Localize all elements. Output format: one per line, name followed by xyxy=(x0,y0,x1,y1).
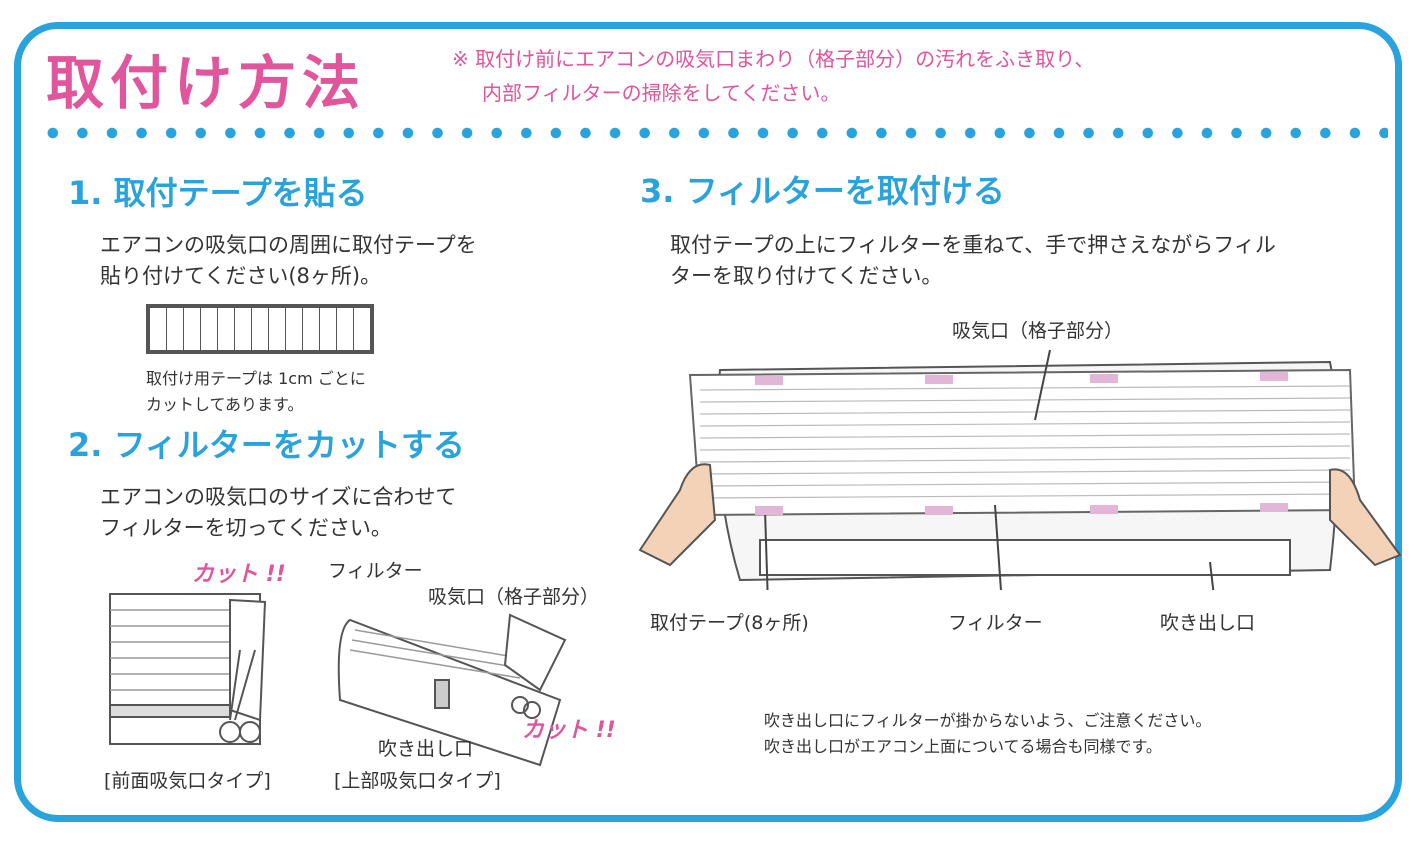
type-top-label: [上部吸気口タイプ] xyxy=(334,770,501,792)
dotted-divider xyxy=(38,126,1388,140)
front-intake-illustration xyxy=(109,593,267,745)
cut-callout: カット !! xyxy=(522,718,616,743)
text-line: 吹き出し口がエアコン上面についてる場合も同様です。 xyxy=(764,737,1162,756)
text-line: フィルターを切ってください。 xyxy=(100,516,392,540)
tape-markers xyxy=(755,372,1288,515)
top-intake-illustration xyxy=(337,613,567,767)
label-outlet: 吹き出し口 xyxy=(378,738,474,760)
text-line: カットしてあります。 xyxy=(146,395,304,414)
text-line: 取付け用テープは 1cm ごとに xyxy=(146,369,366,388)
caution-note: 吹き出し口にフィルターが掛からないよう、ご注意ください。 吹き出し口がエアコン上… xyxy=(764,708,1211,760)
step3-heading: 3. フィルターを取付ける xyxy=(640,172,1005,210)
tape-note: 取付け用テープは 1cm ごとに カットしてあります。 xyxy=(146,366,366,418)
text-line: エアコンの吸気口の周囲に取付テープを xyxy=(100,233,477,257)
cut-illustrations xyxy=(109,593,567,767)
text-line: ターを取り付けてください。 xyxy=(670,264,943,288)
text-line: 貼り付けてください(8ヶ所)。 xyxy=(100,264,382,288)
step2-heading: 2. フィルターをカットする xyxy=(68,426,465,464)
tape-illustration xyxy=(146,304,374,354)
step1-heading: 1. 取付テープを貼る xyxy=(68,174,368,212)
text-line: 吹き出し口にフィルターが掛からないよう、ご注意ください。 xyxy=(764,711,1212,730)
note-line: 内部フィルターの掃除をしてください。 xyxy=(482,81,841,105)
page-frame xyxy=(14,22,1402,822)
label-filter: フィルター xyxy=(948,612,1043,634)
aircon-illustration xyxy=(638,349,1402,590)
label-intake: 吸気口（格子部分） xyxy=(428,586,600,608)
label-tape: 取付テープ(8ヶ所) xyxy=(650,612,809,634)
text-line: エアコンの吸気口のサイズに合わせて xyxy=(100,485,457,509)
step3-text: 取付テープの上にフィルターを重ねて、手で押さえながらフィル ターを取り付けてくだ… xyxy=(670,230,1276,292)
cut-callout: カット !! xyxy=(192,562,286,587)
note-line: ※ 取付け前にエアコンの吸気口まわり（格子部分）の汚れをふき取り、 xyxy=(452,47,1095,71)
label-outlet: 吹き出し口 xyxy=(1160,612,1256,634)
label-filter: フィルター xyxy=(328,560,423,582)
type-front-label: [前面吸気口タイプ] xyxy=(104,770,271,792)
text-line: 取付テープの上にフィルターを重ねて、手で押さえながらフィル xyxy=(670,233,1276,257)
step2-text: エアコンの吸気口のサイズに合わせて フィルターを切ってください。 xyxy=(100,482,456,544)
hands xyxy=(638,463,1402,567)
label-intake: 吸気口（格子部分） xyxy=(952,320,1124,342)
pre-install-note: ※ 取付け前にエアコンの吸気口まわり（格子部分）の汚れをふき取り、 内部フィルタ… xyxy=(452,42,1094,110)
step1-text: エアコンの吸気口の周囲に取付テープを 貼り付けてください(8ヶ所)。 xyxy=(100,230,477,292)
page-title: 取付け方法 xyxy=(46,49,367,117)
